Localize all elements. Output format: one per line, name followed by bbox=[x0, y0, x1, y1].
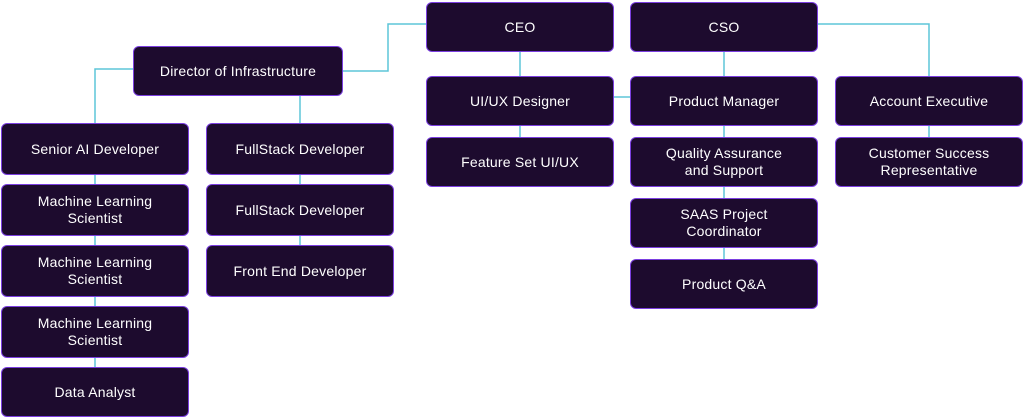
node-quality-assurance[interactable]: Quality Assurance and Support bbox=[630, 137, 818, 187]
node-ui-ux-designer[interactable]: UI/UX Designer bbox=[426, 76, 614, 126]
node-account-executive[interactable]: Account Executive bbox=[835, 76, 1023, 126]
node-ml-scientist-3[interactable]: Machine Learning Scientist bbox=[1, 306, 189, 358]
node-cso[interactable]: CSO bbox=[630, 2, 818, 52]
node-data-analyst[interactable]: Data Analyst bbox=[1, 367, 189, 417]
node-ml-scientist-1[interactable]: Machine Learning Scientist bbox=[1, 184, 189, 236]
node-fullstack-developer-1[interactable]: FullStack Developer bbox=[206, 123, 394, 175]
connector-director-senior-ai bbox=[94, 68, 133, 123]
node-customer-success[interactable]: Customer Success Representative bbox=[835, 137, 1023, 187]
connector-cso-ae bbox=[818, 23, 930, 76]
node-feature-set-ui-ux[interactable]: Feature Set UI/UX bbox=[426, 137, 614, 187]
node-product-qa[interactable]: Product Q&A bbox=[630, 259, 818, 309]
node-ml-scientist-2[interactable]: Machine Learning Scientist bbox=[1, 245, 189, 297]
node-saas-project-coordinator[interactable]: SAAS Project Coordinator bbox=[630, 198, 818, 248]
node-director-of-infrastructure[interactable]: Director of Infrastructure bbox=[133, 46, 343, 96]
node-senior-ai-developer[interactable]: Senior AI Developer bbox=[1, 123, 189, 175]
node-fullstack-developer-2[interactable]: FullStack Developer bbox=[206, 184, 394, 236]
node-ceo[interactable]: CEO bbox=[426, 2, 614, 52]
node-front-end-developer[interactable]: Front End Developer bbox=[206, 245, 394, 297]
connector-ceo-director bbox=[343, 23, 426, 72]
node-product-manager[interactable]: Product Manager bbox=[630, 76, 818, 126]
